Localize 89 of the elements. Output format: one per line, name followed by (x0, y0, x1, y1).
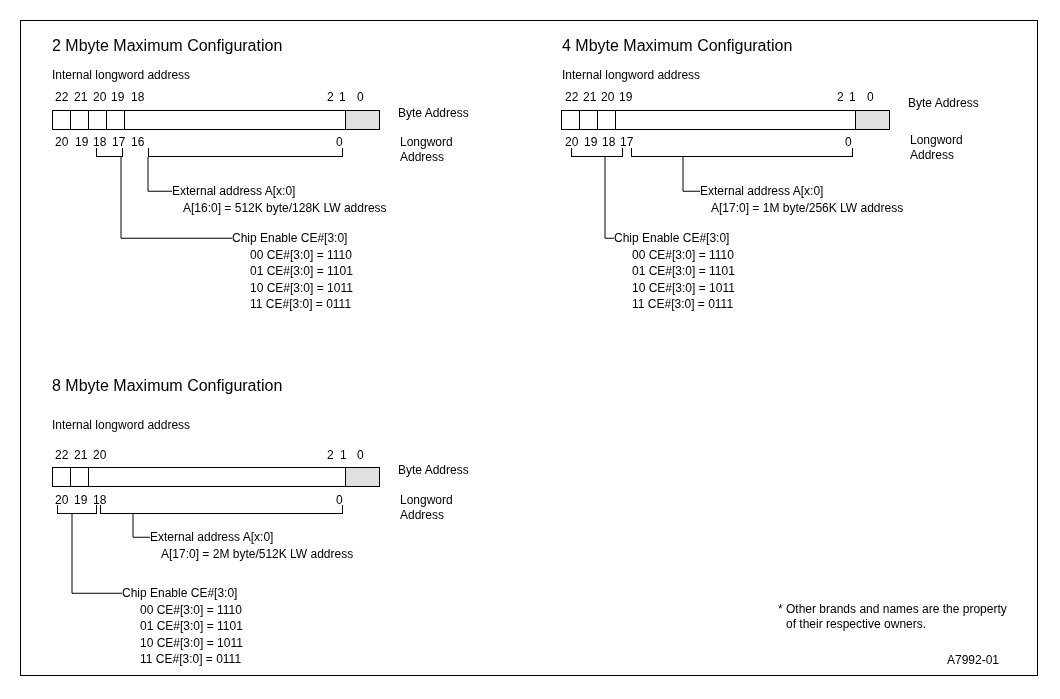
footnote: * Other brands and names are the property of their respective owners. (778, 602, 1008, 632)
description-text: A[17:0] = 2M byte/512K LW address (160, 545, 354, 562)
section-heading: 4 Mbyte Maximum Configuration (562, 36, 793, 55)
description-text: 10 CE#[3:0] = 1011 (139, 634, 243, 651)
bit-field (88, 467, 346, 487)
annotation-heading: Chip Enable CE#[3:0] (232, 230, 349, 247)
bit-range-bracket (631, 148, 853, 157)
description-text: 10 CE#[3:0] = 1011 (249, 279, 353, 296)
bit-number: 20 (93, 90, 107, 105)
section-heading: 2 Mbyte Maximum Configuration (52, 36, 283, 55)
bit-number: 21 (74, 90, 88, 105)
bit-number: 0 (867, 90, 874, 105)
description-text: 01 CE#[3:0] = 1101 (249, 263, 353, 280)
leader-line (132, 513, 151, 538)
bit-number: 20 (55, 493, 69, 508)
description-text: 00 CE#[3:0] = 1110 (139, 601, 243, 618)
bit-number: 16 (131, 135, 145, 150)
bit-number: 2 (327, 90, 334, 105)
field-caption: Byte Address (398, 463, 469, 478)
description-text: 00 CE#[3:0] = 1110 (249, 246, 353, 263)
description-text: 00 CE#[3:0] = 1110 (631, 246, 735, 263)
bit-number: 20 (93, 448, 107, 463)
description-text: A[16:0] = 512K byte/128K LW address (182, 199, 387, 216)
bit-number: 0 (336, 493, 343, 508)
bit-number: 19 (584, 135, 598, 150)
bit-number: 17 (112, 135, 126, 150)
bit-number: 1 (339, 90, 346, 105)
field-caption: Internal longword address (52, 418, 191, 433)
description-text: A[17:0] = 1M byte/256K LW address (710, 199, 904, 216)
bit-range-bracket (96, 148, 123, 157)
field-caption: Longword Address (400, 493, 454, 523)
annotation-heading: External address A[x:0] (700, 183, 825, 200)
field-caption: Internal longword address (562, 68, 701, 83)
bit-number: 18 (93, 493, 107, 508)
bit-number: 20 (55, 135, 69, 150)
figure-id: A7992-01 (947, 653, 1000, 668)
field-caption: Longword Address (400, 135, 454, 165)
leader-line (682, 156, 701, 192)
bit-field (124, 110, 346, 130)
bit-number: 1 (340, 448, 347, 463)
field-caption: Internal longword address (52, 68, 191, 83)
bit-number: 19 (111, 90, 125, 105)
annotation-heading: Chip Enable CE#[3:0] (614, 230, 731, 247)
bit-range-bracket (148, 148, 343, 157)
leader-line (604, 156, 615, 239)
field-caption: Longword Address (910, 133, 964, 163)
bit-number: 19 (75, 135, 89, 150)
reserved-bit-field (345, 110, 380, 130)
bit-number: 21 (583, 90, 597, 105)
leader-line (147, 156, 173, 192)
bit-field (615, 110, 856, 130)
description-text: 10 CE#[3:0] = 1011 (631, 279, 735, 296)
description-text: 11 CE#[3:0] = 0111 (139, 651, 243, 668)
bit-number: 17 (620, 135, 634, 150)
bit-number: 22 (55, 90, 69, 105)
field-caption: Byte Address (398, 106, 469, 121)
description-text: 11 CE#[3:0] = 0111 (631, 296, 735, 313)
bit-number: 19 (74, 493, 88, 508)
bit-range-bracket (571, 148, 623, 157)
bit-number: 0 (357, 448, 364, 463)
bit-number: 18 (93, 135, 107, 150)
bit-number: 0 (357, 90, 364, 105)
description-text: 11 CE#[3:0] = 0111 (249, 296, 353, 313)
bit-number: 2 (327, 448, 334, 463)
leader-line (71, 513, 123, 594)
leader-line (120, 156, 233, 239)
bit-range-bracket (100, 505, 343, 514)
bit-range-bracket (57, 505, 97, 514)
bit-number: 20 (565, 135, 579, 150)
bit-number: 18 (602, 135, 616, 150)
bit-number: 18 (131, 90, 145, 105)
section-heading: 8 Mbyte Maximum Configuration (52, 376, 283, 395)
description-text: 01 CE#[3:0] = 1101 (631, 263, 735, 280)
bit-number: 21 (74, 448, 88, 463)
bit-number: 0 (845, 135, 852, 150)
bit-number: 1 (849, 90, 856, 105)
bit-number: 22 (565, 90, 579, 105)
description-text: 01 CE#[3:0] = 1101 (139, 618, 243, 635)
reserved-bit-field (345, 467, 380, 487)
annotation-heading: External address A[x:0] (150, 529, 275, 546)
annotation-heading: External address A[x:0] (172, 183, 297, 200)
field-caption: Byte Address (908, 96, 979, 111)
bit-number: 2 (837, 90, 844, 105)
bit-number: 19 (619, 90, 633, 105)
reserved-bit-field (855, 110, 890, 130)
bit-number: 20 (601, 90, 615, 105)
bit-number: 22 (55, 448, 69, 463)
annotation-heading: Chip Enable CE#[3:0] (122, 585, 239, 602)
bit-number: 0 (336, 135, 343, 150)
